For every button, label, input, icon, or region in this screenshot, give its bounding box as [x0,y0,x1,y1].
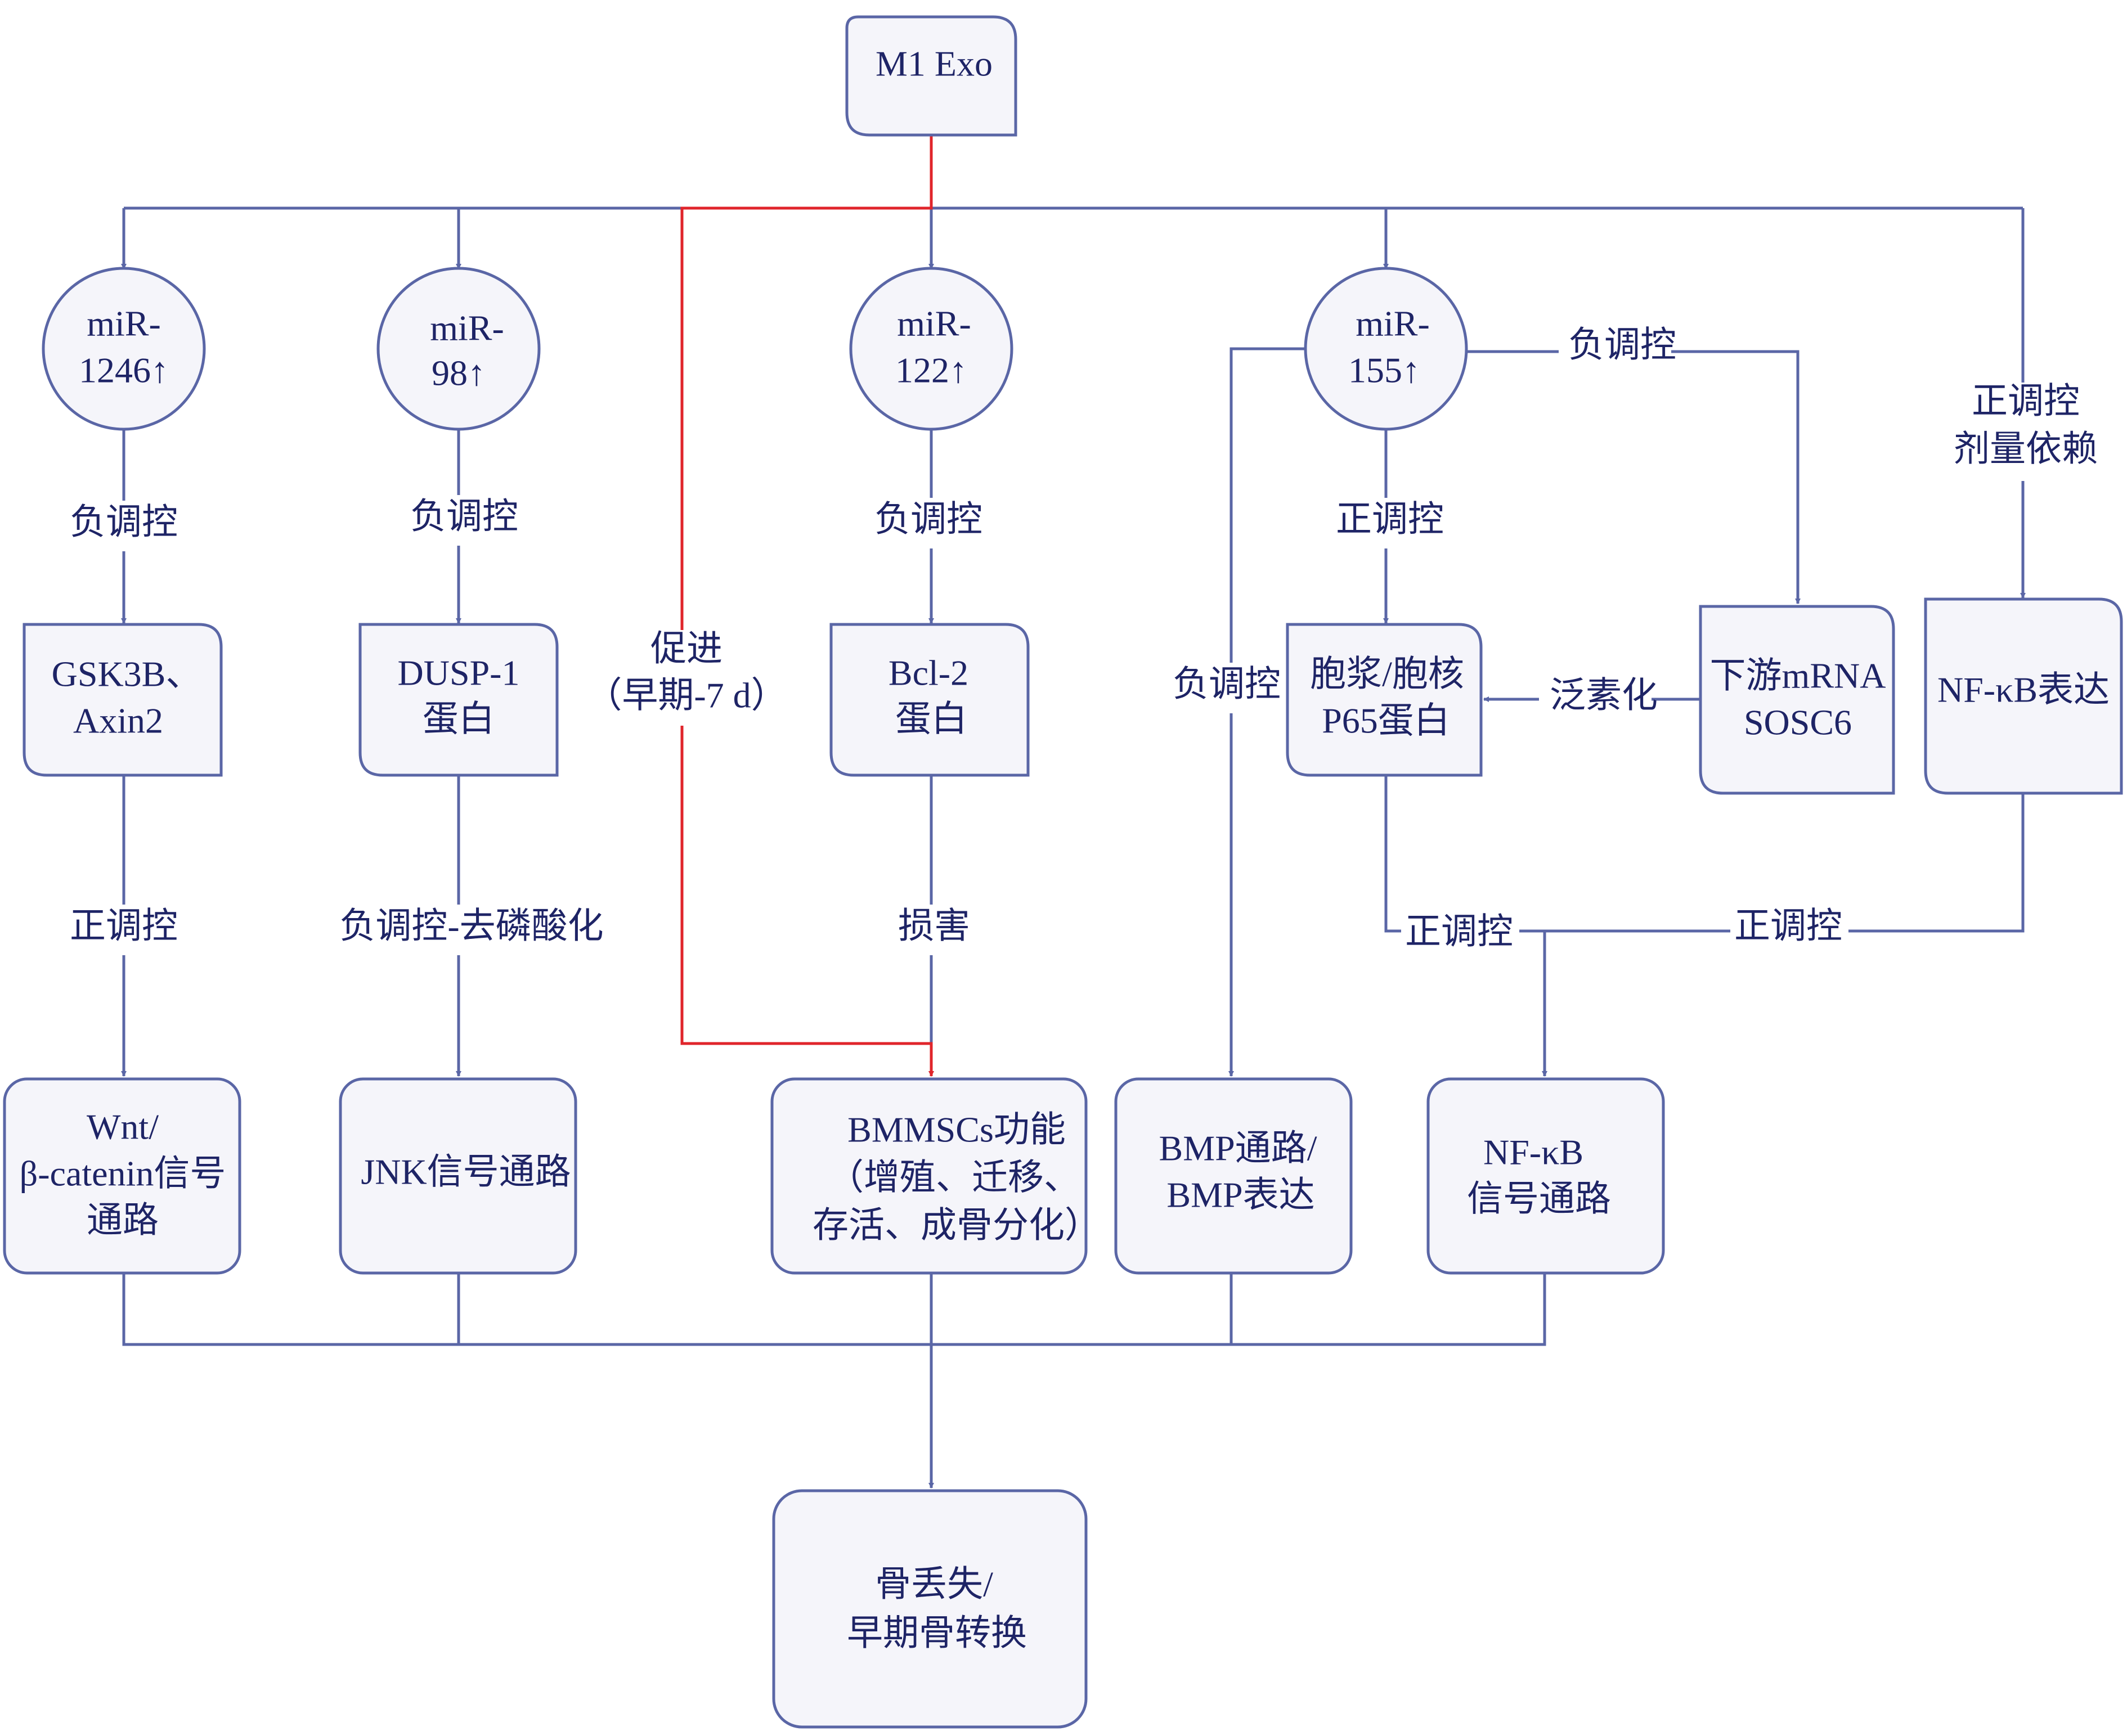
edge-mir155-sosc6 [1466,350,1801,604]
node-p65-line-2: P65蛋白 [1322,701,1450,741]
node-mir98-line-2: 98↑ [432,353,486,393]
edge-m1exo-bmmscs-promote [680,135,934,1077]
node-jnk: JNK信号通路 [339,1077,577,1275]
node-bone-loss-line-1: 骨丢失/ [875,1564,993,1604]
node-bcl2-line-1: Bcl-2 [889,653,968,693]
label-neg-155-sosc6: 负调控 [1568,325,1676,365]
node-dusp1: DUSP-1 蛋白 [358,623,559,777]
label-ubiquitin: 泛素化 [1550,676,1658,716]
node-mir122-line-1: miR- [897,304,971,344]
edge-p65-nfkb [1384,775,2025,933]
label-neg-155-bmp: 负调控 [1173,664,1281,704]
node-gsk3b-line-1: GSK3B、 [52,654,202,694]
node-wnt-line-3: 通路 [87,1200,159,1240]
node-mir155-line-2: 155↑ [1348,350,1420,390]
node-gsk3b-line-2: Axin2 [73,701,163,741]
node-p65-line-1: 胞浆/胞核 [1310,654,1464,694]
node-nfkb-expr: NF-κB表达 [1924,597,2123,795]
node-bone-loss-line-2: 早期骨转换 [847,1613,1027,1653]
node-bmp-line-1: BMP通路/ [1159,1128,1317,1168]
label-pos-nfkb: 正调控 [1734,906,1842,946]
node-m1exo-line-1: M1 Exo [876,44,993,84]
node-dusp1-line-2: 蛋白 [423,699,495,739]
nodes: M1 Exo miR- 1246↑ miR- 98↑ miR- 122↑ miR… [3,15,2123,1729]
edge-labels: 负调控 负调控 负调控 正调控 负调控 正调控 剂量依赖 促进 （早期-7 d）… [68,325,2104,961]
node-mir155: miR- 155↑ [1304,267,1468,431]
node-mir122-line-2: 122↑ [895,350,967,390]
node-nfkb-pathway-line-2: 信号通路 [1467,1179,1611,1219]
label-neg-1246: 负调控 [70,502,178,542]
edge-mir155-bmp [1228,347,1305,1077]
node-wnt: Wnt/ β-catenin信号 通路 [3,1077,241,1275]
node-mir155-line-1: miR- [1356,304,1430,344]
node-bmmscs-line-2: （增殖、迁移、 [828,1158,1080,1198]
node-gsk3b: GSK3B、 Axin2 [23,623,223,777]
label-pos-dose-1: 正调控 [1972,381,2080,421]
label-pos-dose-2: 剂量依赖 [1954,429,2098,469]
node-mir1246-line-2: 1246↑ [79,350,169,390]
node-mir98: miR- 98↑ [376,267,541,431]
node-sosc6-line-1: 下游mRNA [1710,656,1886,696]
label-neg-122: 负调控 [874,500,982,539]
node-mir98-line-1: miR- [430,308,504,348]
node-m1exo: M1 Exo [845,15,1017,137]
node-mir1246-line-1: miR- [87,304,161,344]
label-pos-p65: 正调控 [1405,912,1513,952]
node-mir1246: miR- 1246↑ [42,267,206,431]
label-neg-dephos: 负调控-去磷酸化 [339,906,603,946]
node-dusp1-line-1: DUSP-1 [398,653,520,693]
node-bone-loss: 骨丢失/ 早期骨转换 [772,1489,1088,1729]
label-neg-98: 负调控 [410,497,518,537]
node-wnt-line-1: Wnt/ [87,1107,159,1147]
label-damage: 损害 [898,906,970,946]
node-jnk-line-1: JNK信号通路 [361,1152,571,1192]
node-p65: 胞浆/胞核 P65蛋白 [1286,623,1483,777]
node-bmp-line-2: BMP表达 [1166,1175,1314,1215]
node-bcl2-line-2: 蛋白 [895,699,967,739]
label-pos-155: 正调控 [1336,500,1444,539]
label-promote-2: （早期-7 d） [586,676,787,716]
node-nfkb-expr-line-1: NF-κB表达 [1937,670,2110,710]
node-sosc6-line-2: SOSC6 [1744,703,1852,743]
node-wnt-line-2: β-catenin信号 [20,1154,226,1194]
node-mir122: miR- 122↑ [849,267,1013,431]
node-bmmscs-line-3: 存活、成骨分化） [813,1206,1101,1245]
label-pos-gsk: 正调控 [70,906,178,946]
label-promote-1: 促进 [650,629,723,669]
node-nfkb-pathway: NF-κB 信号通路 [1426,1077,1665,1275]
node-bmp: BMP通路/ BMP表达 [1114,1077,1353,1275]
node-sosc6: 下游mRNA SOSC6 [1699,605,1895,795]
edge-collector-bus [122,1273,1546,1346]
node-bmmscs: BMMSCs功能 （增殖、迁移、 存活、成骨分化） [770,1077,1101,1275]
node-bmmscs-line-1: BMMSCs功能 [847,1110,1066,1150]
node-bcl2: Bcl-2 蛋白 [829,623,1030,777]
node-nfkb-pathway-line-1: NF-κB [1483,1132,1583,1172]
